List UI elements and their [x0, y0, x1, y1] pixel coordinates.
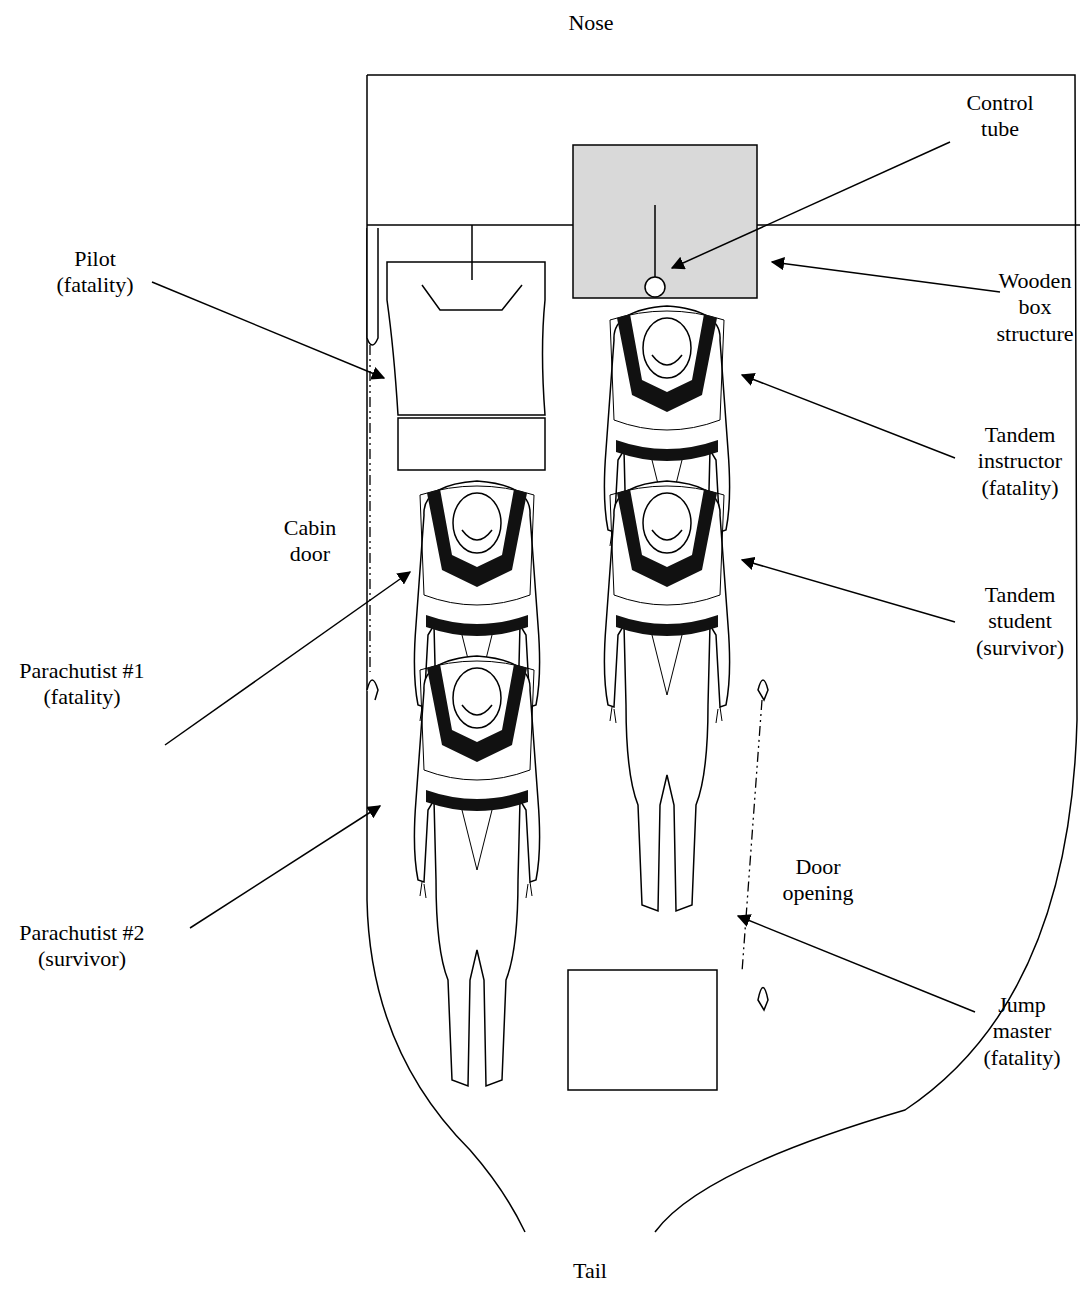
callout-label: Tail — [540, 1258, 640, 1284]
callout-label: Parachutist #1 (fatality) — [7, 658, 157, 711]
callout-label: Door opening — [778, 854, 858, 907]
callout-label: Parachutist #2 (survivor) — [7, 920, 157, 973]
callout-label: Tandem student (survivor) — [965, 582, 1075, 661]
callout-label: Nose — [531, 10, 651, 36]
callout-label: Jump master (fatality) — [972, 992, 1072, 1071]
callout-label: Control tube — [950, 90, 1050, 143]
callout-label: Wooden box structure — [983, 268, 1087, 347]
callout-label: Cabin door — [275, 515, 345, 568]
callout-label: Pilot (fatality) — [45, 246, 145, 299]
callout-label: Tandem instructor (fatality) — [965, 422, 1075, 501]
